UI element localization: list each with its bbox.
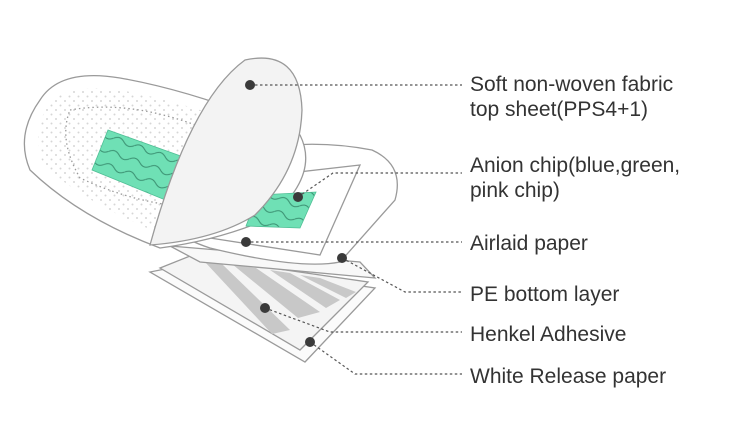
- leader-dots: [241, 80, 347, 347]
- label-anion-chip: Anion chip(blue,green, pink chip): [470, 154, 686, 202]
- dot-airlaid-paper: [241, 237, 251, 247]
- dot-anion-chip: [293, 192, 303, 202]
- dot-top-sheet: [245, 80, 255, 90]
- label-pe-bottom-layer: PE bottom layer: [470, 283, 619, 306]
- label-white-release-paper: White Release paper: [470, 365, 666, 388]
- label-top-sheet: Soft non-woven fabric top sheet(PPS4+1): [470, 73, 679, 121]
- leader-lines: [246, 84, 462, 375]
- dot-pe-bottom-layer: [337, 253, 347, 263]
- label-henkel-adhesive: Henkel Adhesive: [470, 323, 626, 346]
- top-sheet-flap: [149, 57, 303, 246]
- henkel-adhesive-layer: [158, 255, 370, 351]
- layer-labels: Soft non-woven fabric top sheet(PPS4+1) …: [470, 73, 686, 388]
- dot-henkel-adhesive: [260, 303, 270, 313]
- dot-white-release-paper: [305, 337, 315, 347]
- label-airlaid-paper: Airlaid paper: [470, 232, 588, 255]
